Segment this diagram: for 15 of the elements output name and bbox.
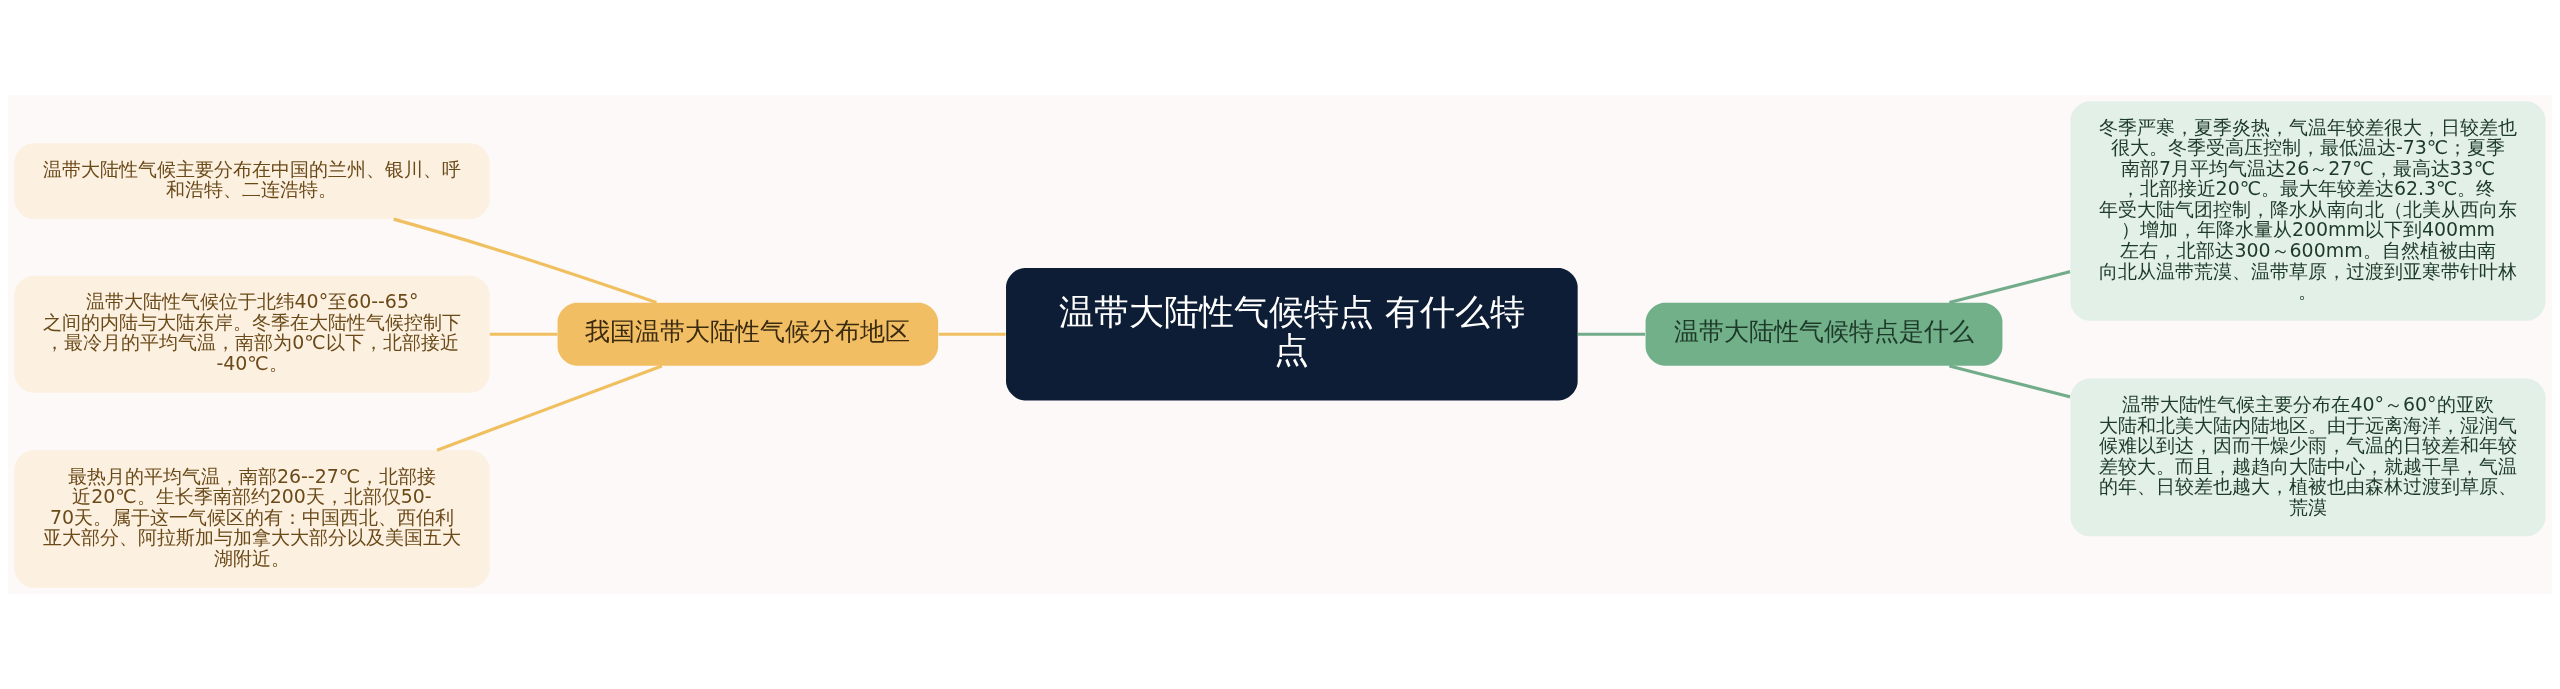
connector: [1949, 270, 2071, 305]
node-box: 最热月的平均气温，南部26--27℃，北部接近20℃。生长季南部约200天，北部仅50-70天。属于这一气候区的有：中国西北、西伯利亚大部分、阿拉斯加与加拿大大部分以及美国五大湖附近。: [14, 450, 490, 588]
connector: [1949, 364, 2071, 399]
node-box: 我国温带大陆性气候分布地区: [557, 302, 939, 366]
connector: [1578, 332, 1645, 336]
node-box: 温带大陆性气候特点是什么: [1645, 302, 2003, 366]
connector: [938, 332, 1006, 336]
node-box: 温带大陆性气候主要分布在40°～60°的亚欧大陆和北美大陆内陆地区。由于远离海洋，湿润气候难以到达，因而干燥少雨，气温的日较差和年较差较大。而且，越趋向大陆中心，就越干旱，气温的年、日较差也越大，植被也由森林过渡到草原、荒漠: [2070, 378, 2546, 537]
node-box: 冬季严寒，夏季炎热，气温年较差很大，日较差也很大。冬季受高压控制，最低温达-73℃；夏季南部7月平均气温达26～27℃，最高达33℃，北部接近20℃。最大年较差达62.3℃。终年受大陆气团控制，降水从南向北（北美从西向东）增加，年降水量从200mm以下到400mm左右，北部达300～600mm。自然植被由南向北从温带荒漠、温带草原，过渡到亚寒带针叶林。: [2070, 101, 2546, 321]
node-box: 温带大陆性气候特点 有什么特点: [1006, 267, 1578, 401]
connector: [436, 364, 663, 452]
connector: [393, 217, 657, 305]
connector: [489, 332, 558, 336]
node-box: 温带大陆性气候位于北纬40°至60--65°之间的内陆与大陆东岸。冬季在大陆性气候控制下，最冷月的平均气温，南部为0℃以下，北部接近-40℃。: [14, 275, 490, 393]
node-box: 温带大陆性气候主要分布在中国的兰州、银川、呼和浩特、二连浩特。: [14, 143, 490, 219]
